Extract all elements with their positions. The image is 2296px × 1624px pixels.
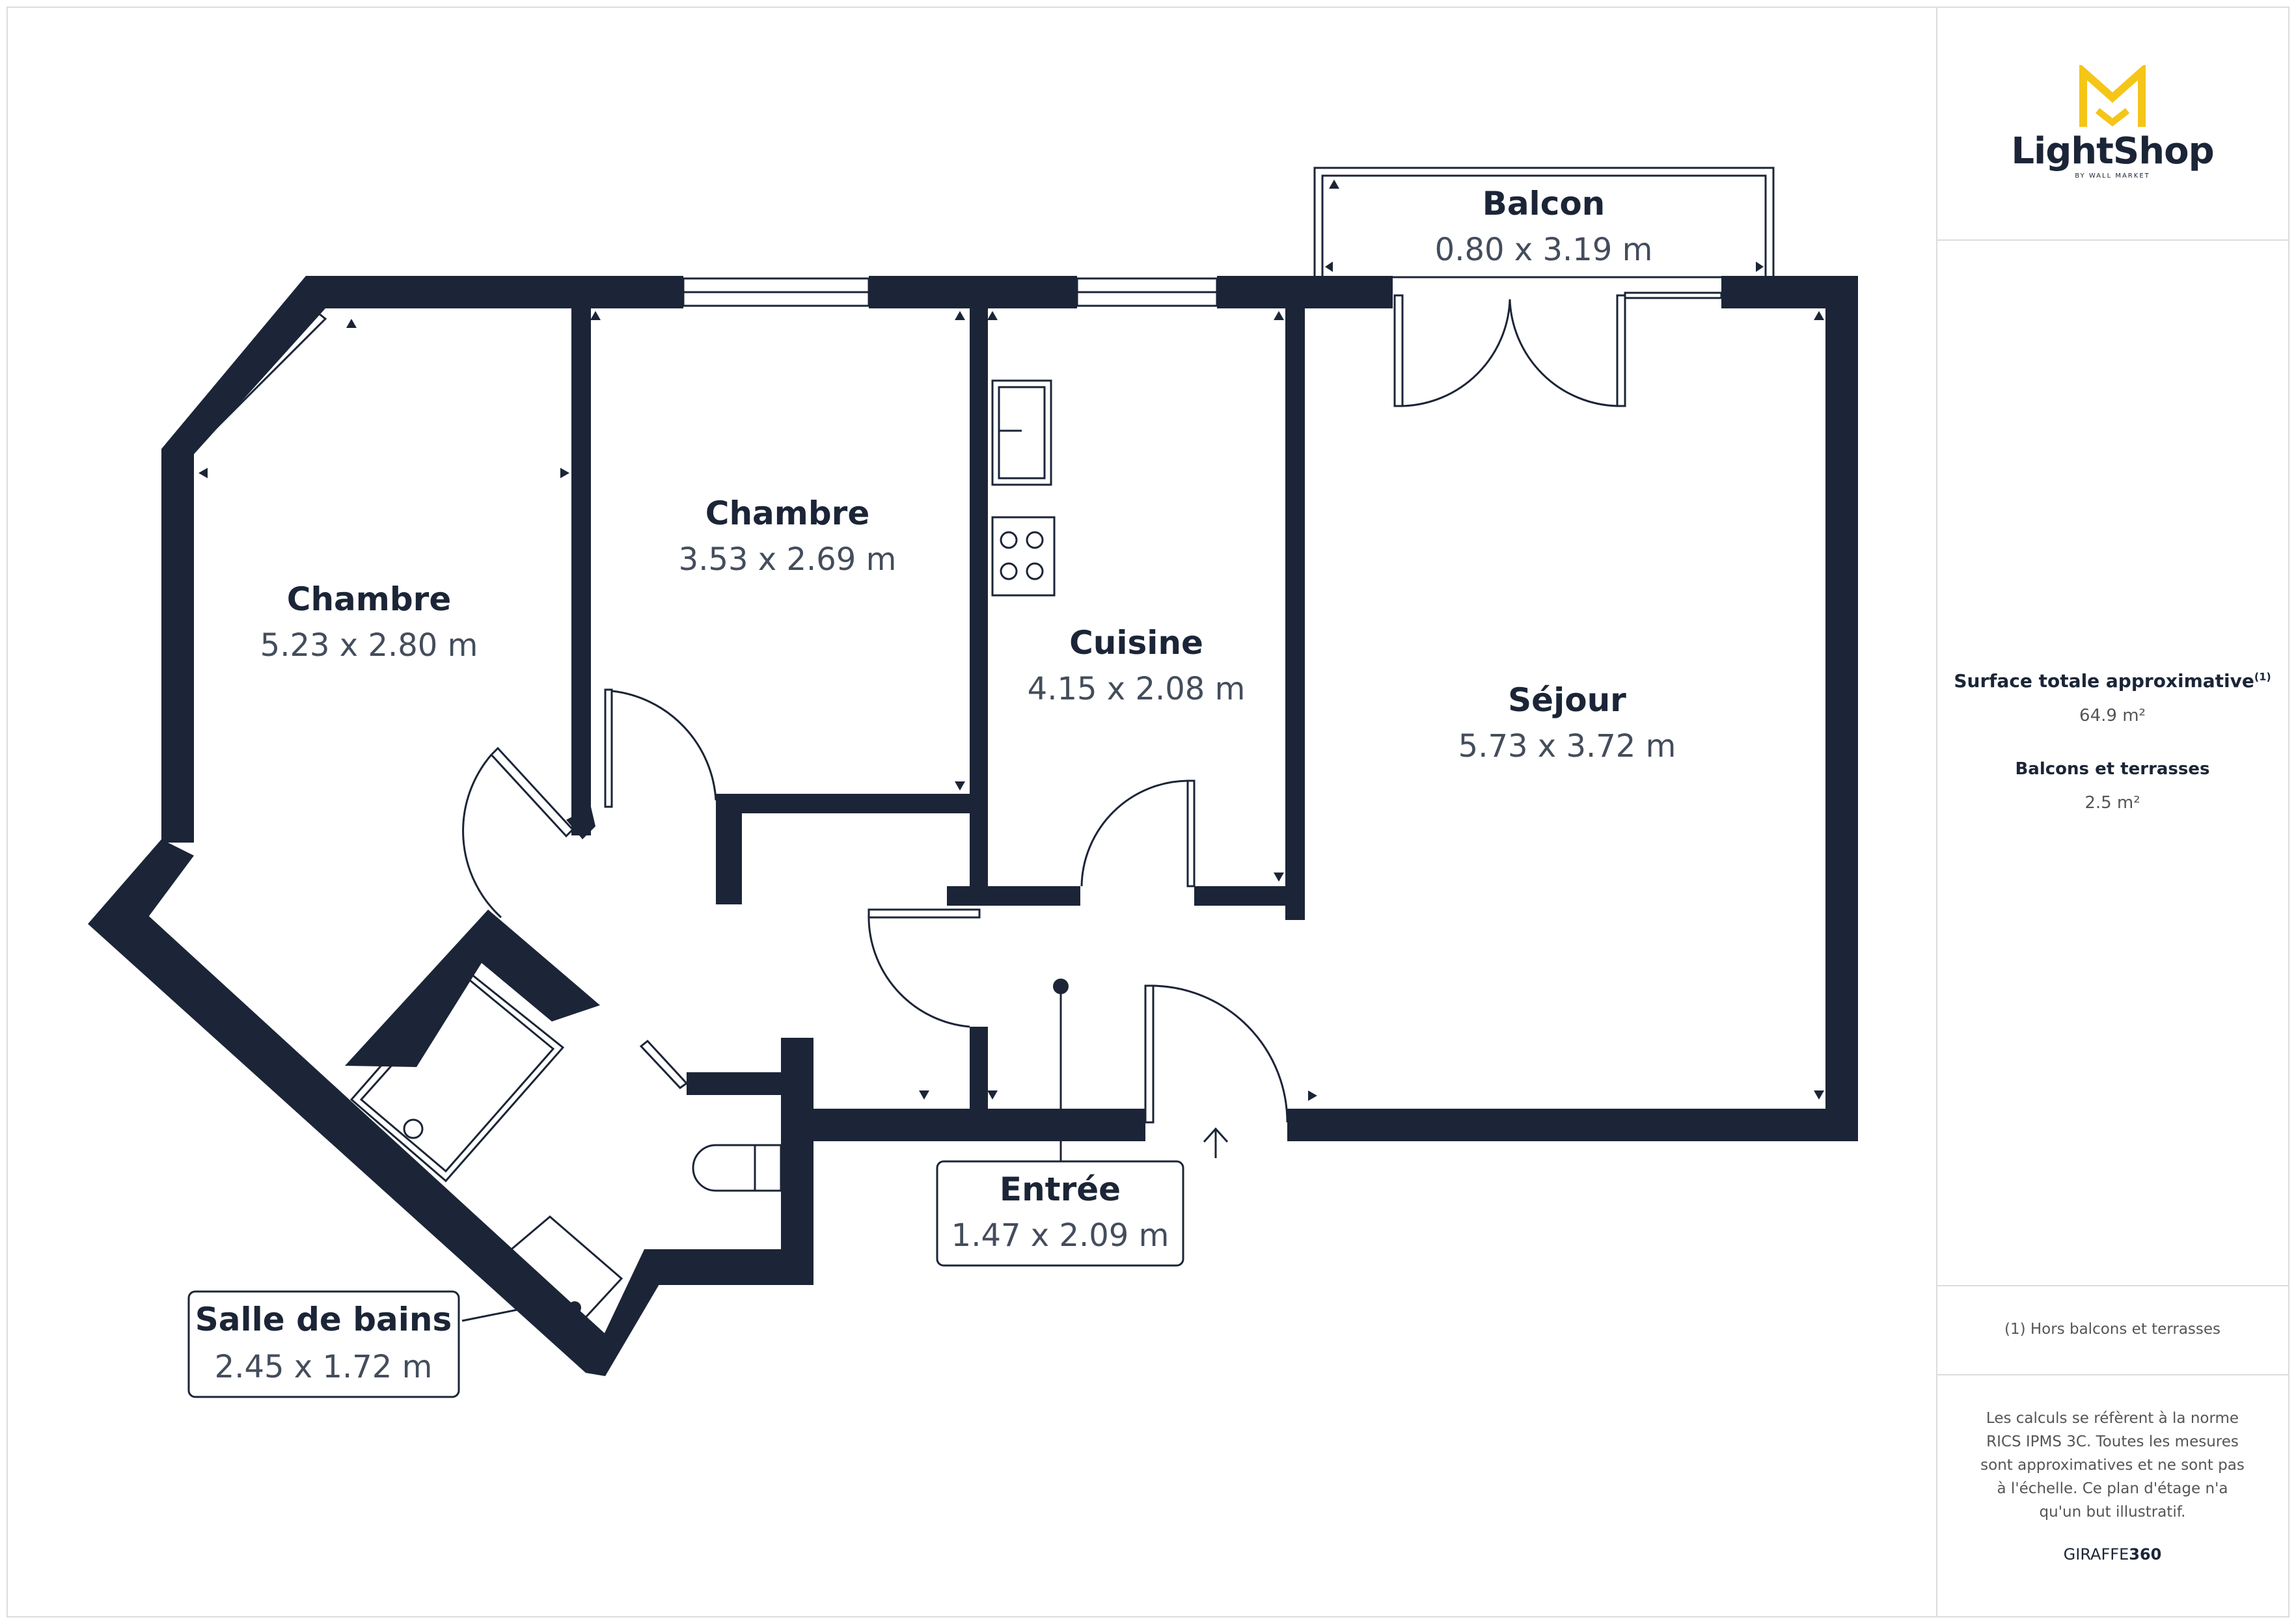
- wall-bathroom-bottom: [644, 1249, 813, 1285]
- wall-bathroom-right: [781, 1038, 813, 1285]
- brand-name: LightShop: [2011, 130, 2214, 172]
- wall-chambre2-bottom: [716, 794, 973, 813]
- svg-text:5.23 x 2.80 m: 5.23 x 2.80 m: [260, 627, 478, 664]
- panel-divider-disclaimer: [1937, 1374, 2288, 1375]
- surface-summary: Surface totale approximative(1) 64.9 m² …: [1937, 670, 2288, 813]
- wall-sejour-left: [1285, 308, 1305, 920]
- sdb-pointer-line: [461, 1306, 528, 1322]
- wall-bathroom-corner: [586, 1249, 670, 1376]
- brand-tagline: BY WALL MARKET: [2075, 172, 2150, 180]
- footnote: (1) Hors balcons et terrasses: [2004, 1321, 2221, 1338]
- wall-left: [161, 449, 194, 843]
- room-chambre-1: Chambre 5.23 x 2.80 m: [260, 580, 478, 664]
- wall-top-2: [869, 276, 1077, 308]
- svg-text:3.53 x 2.69 m: 3.53 x 2.69 m: [679, 541, 897, 578]
- svg-text:Chambre: Chambre: [287, 580, 452, 618]
- door-bathroom: [868, 908, 981, 919]
- door-chambre1: [489, 746, 575, 838]
- entrance-arrow-icon: [1203, 1127, 1229, 1158]
- balcony: [1313, 167, 1775, 278]
- wall-diagonal-left: [88, 839, 194, 924]
- bathtub-icon: [349, 968, 565, 1183]
- wall-chambre2-stub: [716, 794, 742, 904]
- fixtures: [349, 379, 1069, 1323]
- total-surface-label: Surface totale approximative(1): [1954, 670, 2271, 692]
- wall-bathroom-top: [345, 910, 600, 1067]
- side-panel-divider: [1936, 7, 1937, 1617]
- room-chambre-2: Chambre 3.53 x 2.69 m: [679, 494, 897, 578]
- wall-cuisine-bottom-1: [947, 886, 1080, 906]
- wall-cuisine-left: [970, 308, 988, 887]
- doors: [462, 291, 1723, 1158]
- wall-right: [1825, 276, 1858, 1141]
- toilet-icon: [754, 1144, 782, 1192]
- wall-entree-left: [970, 1027, 988, 1141]
- room-entree: Entrée 1.47 x 2.09 m: [936, 1160, 1184, 1267]
- wall-top-1: [306, 276, 683, 308]
- measure-arrows: [198, 180, 1824, 1101]
- svg-text:2.45 x 1.72 m: 2.45 x 1.72 m: [215, 1349, 433, 1385]
- total-surface-value: 64.9 m²: [2079, 706, 2146, 725]
- wall-bathroom-stub: [687, 1072, 781, 1095]
- svg-text:Balcon: Balcon: [1483, 185, 1606, 223]
- door-entrance: [1144, 984, 1155, 1124]
- balcony-value: 2.5 m²: [2084, 793, 2140, 813]
- panel-divider-footnote: [1937, 1285, 2288, 1286]
- svg-text:Cuisine: Cuisine: [1069, 624, 1203, 662]
- disclaimer: Les calculs se réfèrent à la norme RICS …: [1980, 1410, 2245, 1521]
- svg-text:1.47 x 2.09 m: 1.47 x 2.09 m: [951, 1217, 1169, 1254]
- wall-diagonal-bottom: [88, 911, 605, 1373]
- door-cuisine: [1186, 779, 1196, 887]
- window-chambre1: [167, 304, 327, 461]
- door-balcony-right: [1616, 294, 1626, 407]
- wall-top-3: [1217, 276, 1393, 308]
- giraffe360-credit: GIRAFFE360: [2063, 1545, 2162, 1563]
- door-chambre2: [604, 688, 613, 808]
- svg-text:5.73 x 3.72 m: 5.73 x 3.72 m: [1458, 728, 1676, 765]
- sink-icon: [991, 379, 1052, 486]
- lightshop-logo-icon: [2079, 65, 2146, 127]
- wall-chambres-divider: [571, 308, 591, 835]
- balcony-label: Balcons et terrasses: [2015, 759, 2210, 779]
- brand-block: LightShop BY WALL MARKET: [1937, 65, 2288, 180]
- footnote-marker: (1): [2254, 670, 2271, 683]
- svg-text:Entrée: Entrée: [1000, 1171, 1121, 1208]
- room-cuisine: Cuisine 4.15 x 2.08 m: [1028, 624, 1246, 707]
- room-salle-de-bains: Salle de bains 2.45 x 1.72 m: [187, 1290, 460, 1398]
- svg-text:Séjour: Séjour: [1508, 681, 1626, 719]
- wall-cuisine-bottom-2: [1194, 886, 1289, 906]
- door-balcony-left: [1393, 294, 1404, 407]
- page-frame: [7, 7, 2289, 1617]
- wall-bottom-sejour: [1287, 1109, 1858, 1141]
- stove-icon: [991, 516, 1056, 597]
- room-sejour: Séjour 5.73 x 3.72 m: [1458, 681, 1676, 765]
- door-shower: [639, 1039, 689, 1089]
- svg-text:Salle de bains: Salle de bains: [195, 1301, 452, 1338]
- svg-text:Chambre: Chambre: [705, 494, 870, 532]
- washbasin-icon: [506, 1215, 623, 1323]
- wall-diagonal-top: [161, 276, 325, 454]
- panel-divider-top: [1937, 239, 2288, 241]
- svg-text:4.15 x 2.08 m: 4.15 x 2.08 m: [1028, 671, 1246, 707]
- wall-chambres-divider-end: [566, 807, 595, 839]
- svg-text:0.80 x 3.19 m: 0.80 x 3.19 m: [1435, 232, 1653, 268]
- windows: [167, 277, 1218, 461]
- walls: [88, 276, 1858, 1376]
- room-balcon: Balcon 0.80 x 3.19 m: [1435, 185, 1653, 268]
